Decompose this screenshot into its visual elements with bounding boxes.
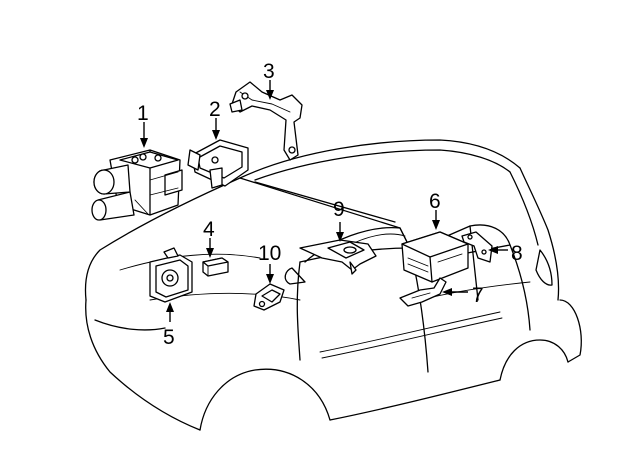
callout-1: 1 (137, 102, 149, 125)
callout-3: 3 (263, 60, 275, 83)
yaw-bracket-part (299, 239, 377, 275)
abs-actuator-part (91, 149, 183, 221)
callout-arrows (140, 80, 508, 322)
callout-4: 4 (203, 218, 215, 241)
small-bracket-part (461, 231, 493, 263)
callout-7: 7 (472, 284, 484, 307)
callout-labels: 1 2 3 4 5 6 7 8 9 10 (137, 60, 523, 349)
callout-8: 8 (511, 242, 523, 265)
callout-2: 2 (209, 98, 221, 121)
callout-9: 9 (333, 198, 345, 221)
ecu-part (401, 231, 469, 283)
actuator-bracket-part (187, 139, 249, 189)
sensor-part (253, 283, 285, 311)
ecu-bracket-part (399, 277, 447, 307)
relay-part (202, 257, 229, 277)
callout-6: 6 (429, 190, 441, 213)
control-module-part (149, 247, 193, 303)
callout-10: 10 (258, 242, 281, 265)
callout-5: 5 (163, 326, 175, 349)
vehicle-outline (84, 139, 582, 431)
mounting-bracket-part (229, 81, 303, 161)
